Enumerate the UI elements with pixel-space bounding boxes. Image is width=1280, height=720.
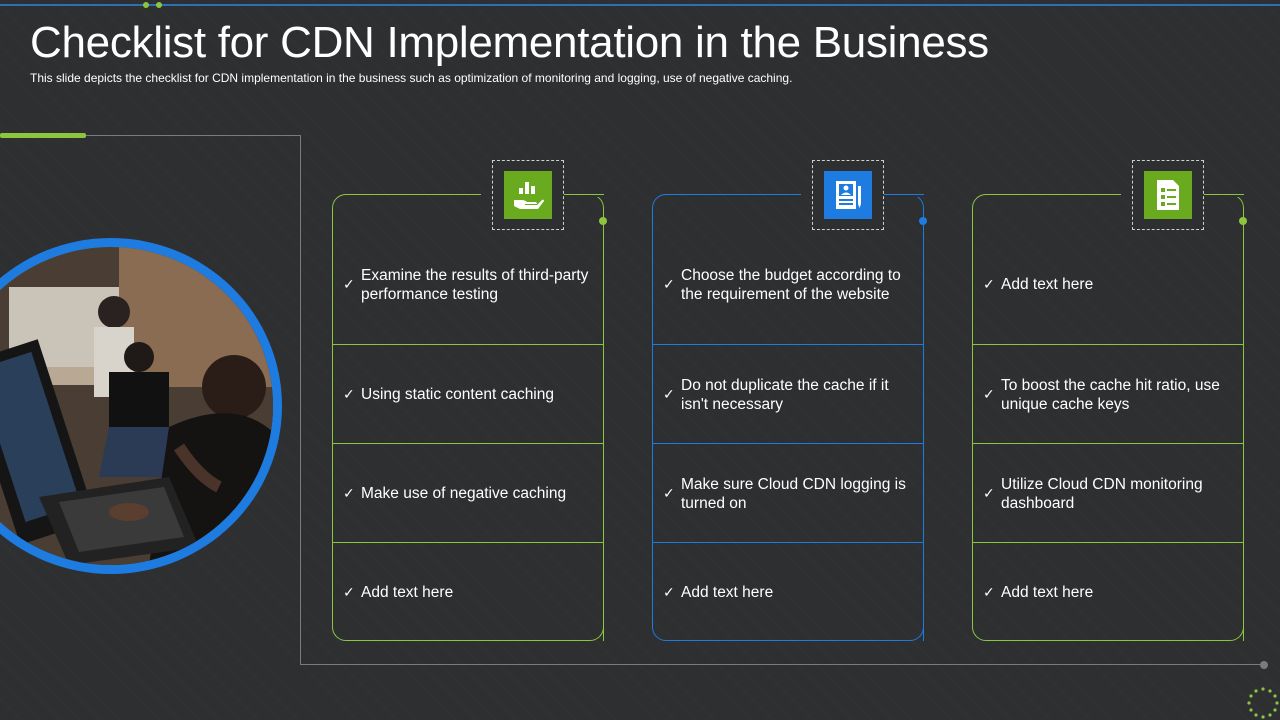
icon-box-1 (492, 160, 564, 230)
checklist-card-2: ✓ Choose the budget according to the req… (652, 193, 929, 642)
list-item-text: Utilize Cloud CDN monitoring dashboard (1001, 475, 1203, 512)
checklist-card-1: ✓ Examine the results of third-party per… (332, 193, 609, 642)
check-icon: ✓ (663, 386, 675, 402)
check-icon: ✓ (663, 584, 675, 600)
list-item-text: Do not duplicate the cache if it isn't n… (681, 376, 889, 413)
connector-dot (599, 217, 607, 225)
list-item-text: Choose the budget according to the requi… (681, 266, 901, 303)
top-dot-2 (156, 2, 162, 8)
list-item-text: Add text here (1001, 276, 1094, 293)
check-icon: ✓ (663, 485, 675, 501)
check-icon: ✓ (983, 584, 995, 600)
list-item-text: Add text here (1001, 584, 1094, 601)
list-item-text: Make sure Cloud CDN logging is turned on (681, 475, 906, 512)
check-icon: ✓ (343, 584, 355, 600)
list-item: ✓ To boost the cache hit ratio, use uniq… (973, 345, 1243, 444)
outline-frame-bottom (300, 664, 1264, 665)
connector-dot (919, 217, 927, 225)
list-item: ✓ Make sure Cloud CDN logging is turned … (653, 444, 923, 543)
list-item-text: Add text here (681, 584, 774, 601)
decorative-ring-icon (1247, 687, 1279, 719)
list-item: ✓ Choose the budget according to the req… (653, 235, 923, 334)
list-item-text: Add text here (361, 584, 454, 601)
green-accent-bar (0, 133, 86, 138)
list-item-text: Using static content caching (361, 386, 554, 403)
check-icon: ✓ (343, 276, 355, 292)
office-workers-photo (0, 238, 282, 574)
list-item: ✓ Examine the results of third-party per… (333, 235, 603, 334)
outline-frame (0, 135, 301, 665)
page-title: Checklist for CDN Implementation in the … (30, 18, 989, 67)
top-dot-1 (143, 2, 149, 8)
check-icon: ✓ (983, 276, 995, 292)
page-subtitle: This slide depicts the checklist for CDN… (30, 71, 793, 85)
check-icon: ✓ (983, 485, 995, 501)
list-item: ✓ Using static content caching (333, 345, 603, 444)
check-icon: ✓ (983, 386, 995, 402)
list-item: ✓ Utilize Cloud CDN monitoring dashboard (973, 444, 1243, 543)
list-item: ✓ Add text here (653, 543, 923, 642)
check-icon: ✓ (663, 276, 675, 292)
id-document-pen-icon (824, 171, 872, 219)
check-icon: ✓ (343, 386, 355, 402)
top-accent-line (0, 4, 1280, 6)
hand-chart-icon (504, 171, 552, 219)
icon-box-2 (812, 160, 884, 230)
list-item: ✓ Do not duplicate the cache if it isn't… (653, 345, 923, 444)
icon-box-3 (1132, 160, 1204, 230)
connector-dot (1239, 217, 1247, 225)
list-item: ✓ Add text here (333, 543, 603, 642)
list-item-text: To boost the cache hit ratio, use unique… (1001, 376, 1220, 413)
list-item-text: Make use of negative caching (361, 485, 567, 502)
frame-end-dot (1260, 661, 1268, 669)
list-item: ✓ Make use of negative caching (333, 444, 603, 543)
list-item: ✓ Add text here (973, 543, 1243, 642)
checklist-card-3: ✓ Add text here ✓ To boost the cache hit… (972, 193, 1249, 642)
list-item: ✓ Add text here (973, 235, 1243, 334)
check-icon: ✓ (343, 485, 355, 501)
list-item-text: Examine the results of third-party perfo… (361, 266, 589, 303)
checklist-document-icon (1144, 171, 1192, 219)
